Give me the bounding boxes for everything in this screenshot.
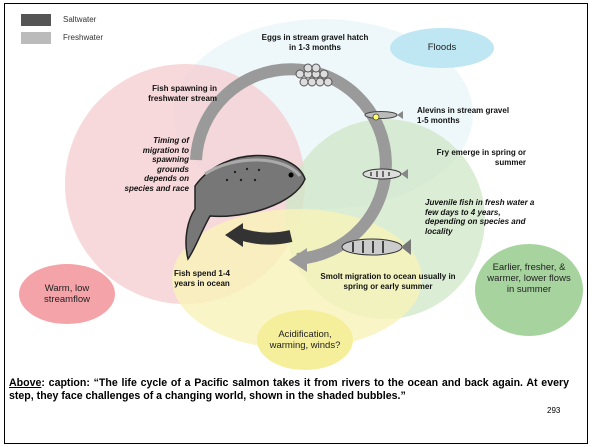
ocean-stage-label: Fish spend 1-4 years in ocean [173, 269, 230, 288]
earlier-fresher-bubble-label: Earlier, fresher, & warmer, lower flows … [487, 262, 571, 295]
figure-caption: Above: caption: “The life cycle of a Pac… [9, 377, 569, 402]
slide: Saltwater Freshwater Eggs in stream grav… [4, 3, 588, 444]
floods-bubble [390, 28, 494, 68]
alevin-fish-icon [364, 111, 403, 121]
warm-low-bubble-label: Warm, low streamflow [44, 283, 90, 305]
cycle-arrowhead [289, 248, 307, 272]
spawning-stage-label: Fish spawning in freshwater stream [148, 84, 217, 103]
alevins-stage-label: Alevins in stream gravel 1-5 months [417, 106, 510, 125]
earlier-fresher-bubble [475, 244, 583, 336]
egg-cluster-icon [295, 63, 333, 87]
caption-text: : caption: “The life cycle of a Pacific … [9, 377, 569, 402]
cycle-arrow-freshwater [190, 63, 392, 265]
legend-saltwater-label: Saltwater [63, 15, 97, 24]
caption-lead: Above [9, 377, 42, 389]
ocean-arrow [238, 228, 293, 245]
legend-freshwater-label: Freshwater [63, 33, 104, 42]
eggs-stage-label: Eggs in stream gravel hatch in 1-3 month… [261, 33, 369, 52]
floods-bubble-label: Floods [427, 42, 457, 53]
fry-stage-label: Fry emerge in spring or summer [436, 148, 526, 167]
fry-fish-icon [362, 168, 408, 180]
acidification-bubble-label: Acidification, warming, winds? [269, 329, 341, 351]
juvenile-stage-label: Juvenile fish in fresh water a few days … [425, 198, 535, 236]
ocean-arrowhead [225, 223, 243, 247]
legend-saltwater-swatch [21, 14, 51, 26]
legend-freshwater-swatch [21, 32, 51, 44]
acidification-bubble [257, 310, 353, 370]
adult-salmon-icon [185, 154, 306, 261]
timing-stage-label: Timing of migration to spawning grounds … [124, 136, 189, 193]
bubble-layer [19, 19, 583, 370]
smolt-fish-icon [341, 238, 411, 256]
warm-low-bubble [19, 264, 115, 324]
page-number: 293 [547, 406, 561, 415]
smolt-stage-label: Smolt migration to ocean usually in spri… [320, 272, 456, 291]
